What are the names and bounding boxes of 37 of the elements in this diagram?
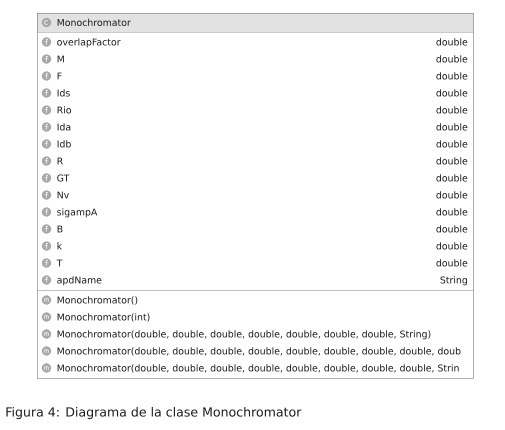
field-type: double bbox=[436, 106, 468, 114]
field-name: k bbox=[58, 242, 62, 250]
field-type: double bbox=[436, 72, 468, 80]
field-name: M bbox=[58, 56, 64, 62]
method-signature: Monochromator(int) bbox=[58, 313, 150, 322]
field-type: double bbox=[436, 38, 468, 46]
field-name: Rio bbox=[58, 106, 72, 114]
field-type: double bbox=[436, 259, 468, 267]
field-name: Nv bbox=[58, 192, 69, 198]
field-name: R bbox=[58, 158, 63, 164]
field-name: GT bbox=[57, 174, 70, 182]
field-name: Idb bbox=[58, 140, 71, 148]
method-signature: Monochromator(double, double, double, double, double, double, double, double, Strin bbox=[58, 364, 459, 373]
field-type: double bbox=[436, 140, 468, 148]
field-type: double bbox=[436, 242, 468, 250]
field-type: double bbox=[436, 174, 468, 182]
method-signature: Monochromator() bbox=[58, 296, 138, 305]
field-type: double bbox=[436, 89, 468, 97]
field-name: apdName bbox=[57, 276, 102, 286]
method-signature: Monochromator(double, double, double, double, double, double, double, double, doub bbox=[58, 347, 460, 356]
field-name: overlapFactor bbox=[57, 38, 121, 48]
field-type: double bbox=[436, 191, 468, 199]
field-type: double bbox=[436, 55, 468, 63]
field-type: double bbox=[436, 123, 468, 131]
field-type: double bbox=[436, 157, 468, 165]
field-name: B bbox=[58, 226, 62, 232]
field-name: T bbox=[56, 260, 62, 266]
field-name: Ids bbox=[58, 89, 70, 97]
method-signature: Monochromator(double, double, double, double, double, double, double, String) bbox=[58, 330, 430, 340]
field-type: String bbox=[440, 276, 467, 286]
field-name: Ida bbox=[58, 123, 70, 131]
field-type: double bbox=[436, 208, 468, 216]
field-type: double bbox=[436, 225, 468, 233]
field-name: F bbox=[58, 72, 62, 80]
field-name: sigampA bbox=[57, 208, 98, 218]
figure-caption: Figura 4: Diagrama de la clase Monochromator bbox=[6, 406, 302, 420]
class-header: Monochromator bbox=[37, 13, 473, 32]
